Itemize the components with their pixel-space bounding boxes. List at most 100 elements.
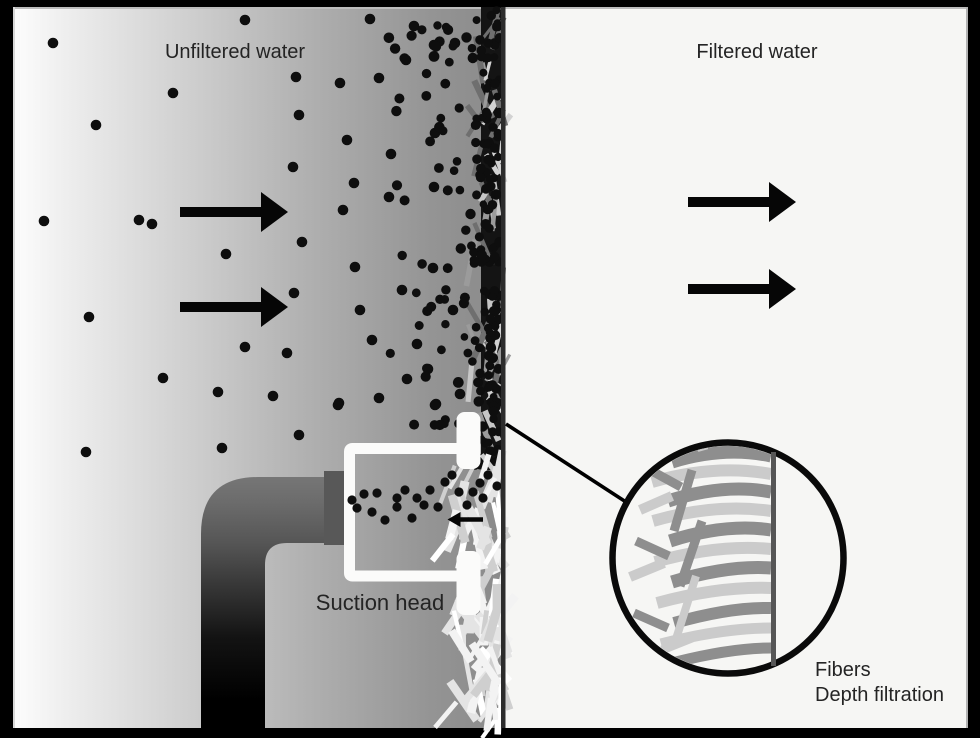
particle-dot bbox=[38, 215, 50, 227]
clean-fiber bbox=[476, 525, 492, 551]
particle-dot bbox=[414, 321, 424, 330]
magnified-fiber bbox=[675, 519, 707, 588]
particle-dot bbox=[462, 500, 472, 510]
clean-fiber bbox=[483, 689, 492, 712]
filter-fiber bbox=[483, 60, 492, 81]
filter-fiber bbox=[465, 361, 475, 403]
clean-fiber bbox=[487, 646, 503, 675]
particle-dot bbox=[349, 261, 361, 273]
particle-dot bbox=[433, 502, 443, 512]
particle-dot bbox=[478, 493, 488, 503]
particle-dot bbox=[472, 16, 481, 25]
particle-dot bbox=[397, 250, 407, 261]
magnified-fibers bbox=[628, 446, 773, 668]
clean-fiber bbox=[480, 610, 490, 635]
particle-dot bbox=[421, 91, 432, 101]
particle-dot bbox=[220, 248, 232, 260]
particle-dot bbox=[473, 396, 484, 407]
panel-right-edge bbox=[966, 7, 968, 728]
particle-dot bbox=[488, 406, 499, 417]
particle-dot bbox=[475, 35, 485, 45]
flow-arrow-unfiltered-2 bbox=[180, 287, 288, 327]
particle-dot bbox=[412, 493, 422, 503]
flow-arrow-filtered-1 bbox=[688, 182, 796, 222]
particle-dot bbox=[474, 232, 484, 242]
particle-dot bbox=[392, 493, 402, 503]
particle-dot bbox=[467, 241, 476, 251]
clean-fiber bbox=[483, 530, 507, 566]
magnified-fiber bbox=[628, 558, 666, 582]
particle-dot bbox=[459, 292, 470, 303]
particle-dot bbox=[366, 334, 378, 346]
particle-dot bbox=[487, 200, 498, 210]
particle-dot bbox=[455, 243, 466, 254]
particle-dot bbox=[470, 120, 481, 130]
particle-dot bbox=[473, 377, 484, 388]
particle-dot bbox=[494, 152, 503, 162]
particle-dot bbox=[434, 163, 444, 173]
particle-dot bbox=[396, 284, 408, 296]
particle-dot bbox=[287, 161, 299, 173]
magnified-fiber bbox=[651, 502, 772, 527]
clean-fiber bbox=[478, 453, 492, 482]
particle-dot bbox=[367, 507, 377, 517]
clean-fiber bbox=[433, 700, 459, 729]
particle-dot bbox=[452, 157, 462, 166]
particle-dot bbox=[429, 420, 440, 430]
particle-dot bbox=[460, 333, 469, 341]
particle-dot bbox=[485, 361, 495, 371]
particle-dot bbox=[288, 287, 300, 299]
particle-dot bbox=[480, 286, 489, 295]
particle-dot bbox=[267, 390, 279, 402]
particle-dot bbox=[391, 105, 402, 117]
particle-dot bbox=[364, 13, 376, 25]
magnified-fiber bbox=[670, 446, 773, 469]
pipe-connector bbox=[324, 471, 344, 545]
flow-arrow-unfiltered-1 bbox=[180, 192, 288, 232]
particle-dot bbox=[452, 377, 464, 388]
particle-dot bbox=[157, 372, 169, 384]
particle-dot bbox=[425, 136, 435, 147]
particle-dot bbox=[442, 185, 453, 196]
particle-dot bbox=[337, 204, 349, 216]
particle-dot bbox=[428, 51, 440, 62]
particle-dot bbox=[483, 38, 493, 48]
filtered-water-label: Filtered water bbox=[696, 41, 817, 63]
clean-fiber bbox=[495, 487, 503, 532]
particle-dot bbox=[47, 37, 59, 49]
particle-dot bbox=[293, 429, 305, 441]
particle-dot bbox=[485, 341, 496, 353]
particle-dot bbox=[422, 363, 432, 373]
particle-dot bbox=[436, 113, 446, 123]
particle-dot bbox=[80, 446, 92, 458]
magnifier-callout-line bbox=[505, 422, 627, 504]
particle-dot bbox=[467, 52, 478, 64]
particle-dot bbox=[133, 214, 145, 226]
particle-dot bbox=[484, 438, 493, 447]
particle-dot bbox=[417, 259, 427, 269]
particle-dot bbox=[490, 53, 499, 61]
particle-dot bbox=[476, 52, 487, 62]
particle-dot bbox=[476, 386, 485, 396]
particle-dot bbox=[480, 307, 490, 317]
particle-dot bbox=[437, 345, 446, 355]
particle-dot bbox=[406, 30, 417, 41]
magnified-fiber bbox=[632, 608, 670, 633]
particle-dot bbox=[494, 427, 504, 437]
particle-dot bbox=[489, 354, 498, 364]
particle-dot bbox=[290, 71, 302, 83]
particle-dot bbox=[417, 25, 427, 35]
particle-dot bbox=[476, 163, 486, 174]
particle-dot bbox=[449, 166, 459, 175]
particle-dot bbox=[334, 77, 346, 89]
particle-dot bbox=[385, 148, 397, 160]
particle-dot bbox=[411, 338, 423, 350]
particle-dot bbox=[475, 368, 485, 379]
clean-fiber bbox=[483, 697, 495, 732]
magnified-fiber bbox=[660, 633, 694, 655]
particle-dot bbox=[471, 322, 481, 332]
particle-dot bbox=[468, 487, 478, 497]
particle-dot bbox=[408, 20, 420, 32]
